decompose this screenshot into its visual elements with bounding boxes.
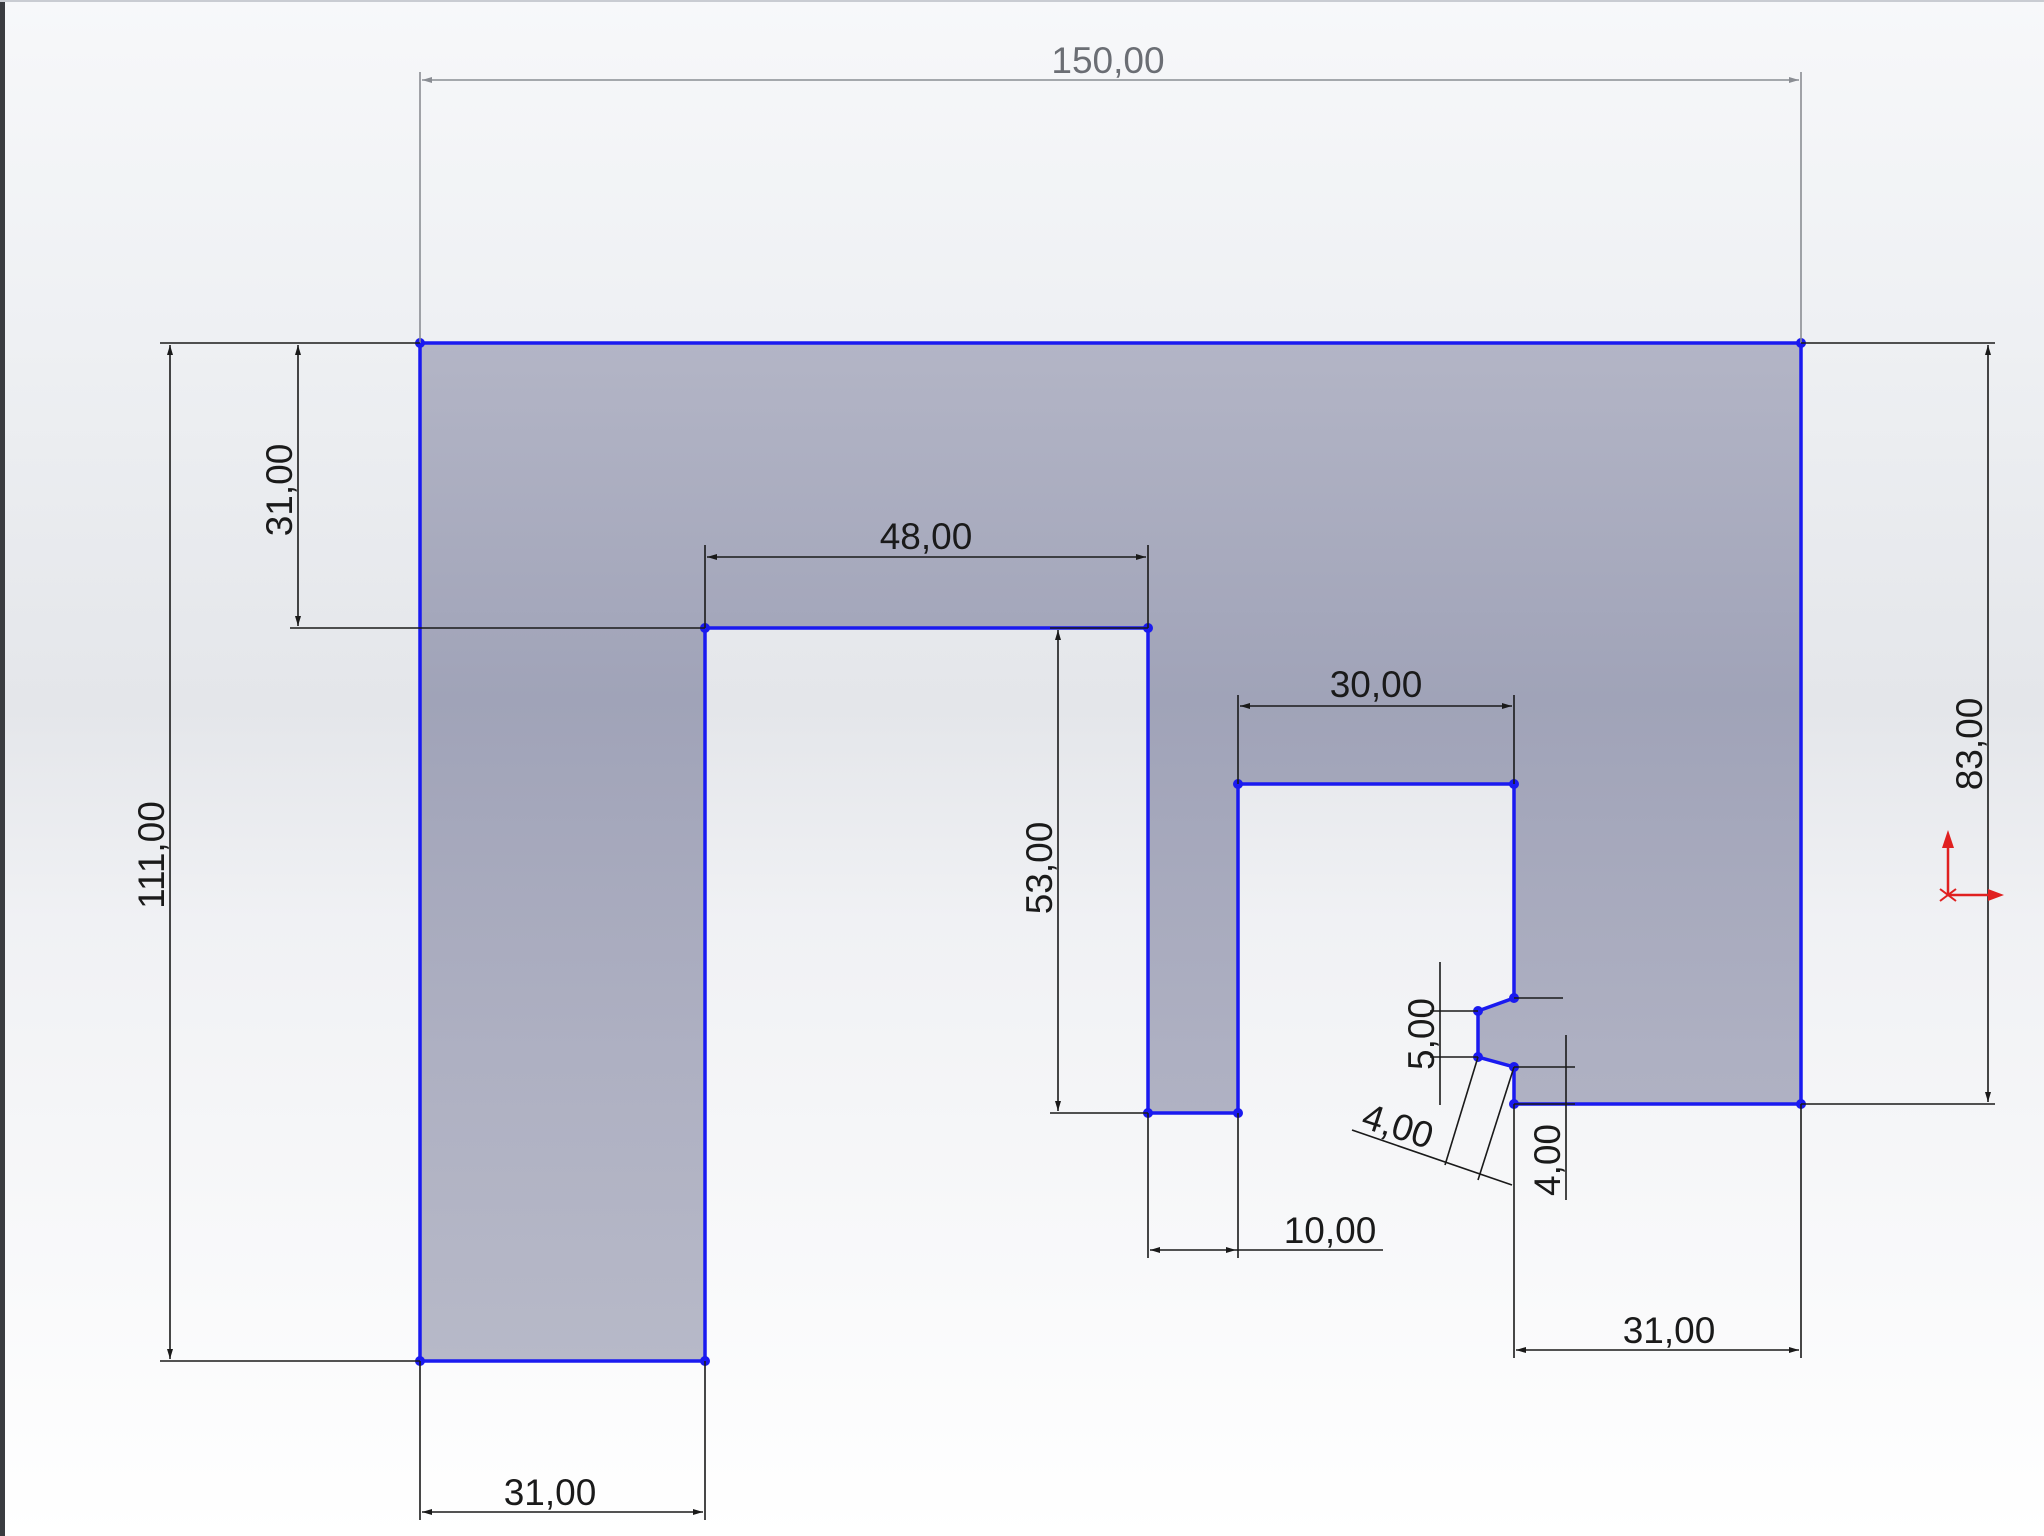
dim-slot-width[interactable]: 48,00 bbox=[880, 516, 973, 557]
dim-chamfer-a[interactable]: 4,00 bbox=[1357, 1095, 1438, 1156]
viewport-top-border bbox=[0, 0, 2044, 2]
dim-top-band-height[interactable]: 31,00 bbox=[259, 444, 300, 537]
dim-chamfer-b[interactable]: 4,00 bbox=[1527, 1124, 1568, 1196]
dim-right-leg-width[interactable]: 31,00 bbox=[1623, 1310, 1716, 1351]
dim-left-leg-width[interactable]: 31,00 bbox=[504, 1472, 597, 1513]
dim-overall-height[interactable]: 111,00 bbox=[131, 801, 172, 909]
extension-lines bbox=[160, 72, 1995, 1520]
sketch-profile-fill[interactable] bbox=[420, 343, 1801, 1361]
dim-web-width[interactable]: 10,00 bbox=[1284, 1210, 1377, 1251]
dim-right-height[interactable]: 83,00 bbox=[1949, 698, 1990, 791]
dim-pocket-width[interactable]: 30,00 bbox=[1330, 664, 1423, 705]
dim-notch-height[interactable]: 5,00 bbox=[1401, 998, 1442, 1070]
dim-overall-width[interactable]: 150,00 bbox=[1051, 40, 1164, 81]
dimension-lines bbox=[167, 77, 1991, 1515]
window-edge bbox=[0, 0, 5, 1536]
dim-line-chamfer-a bbox=[1351, 1129, 1513, 1186]
dim-slot-depth[interactable]: 53,00 bbox=[1019, 822, 1060, 915]
sketch-origin-icon bbox=[1939, 830, 2004, 902]
